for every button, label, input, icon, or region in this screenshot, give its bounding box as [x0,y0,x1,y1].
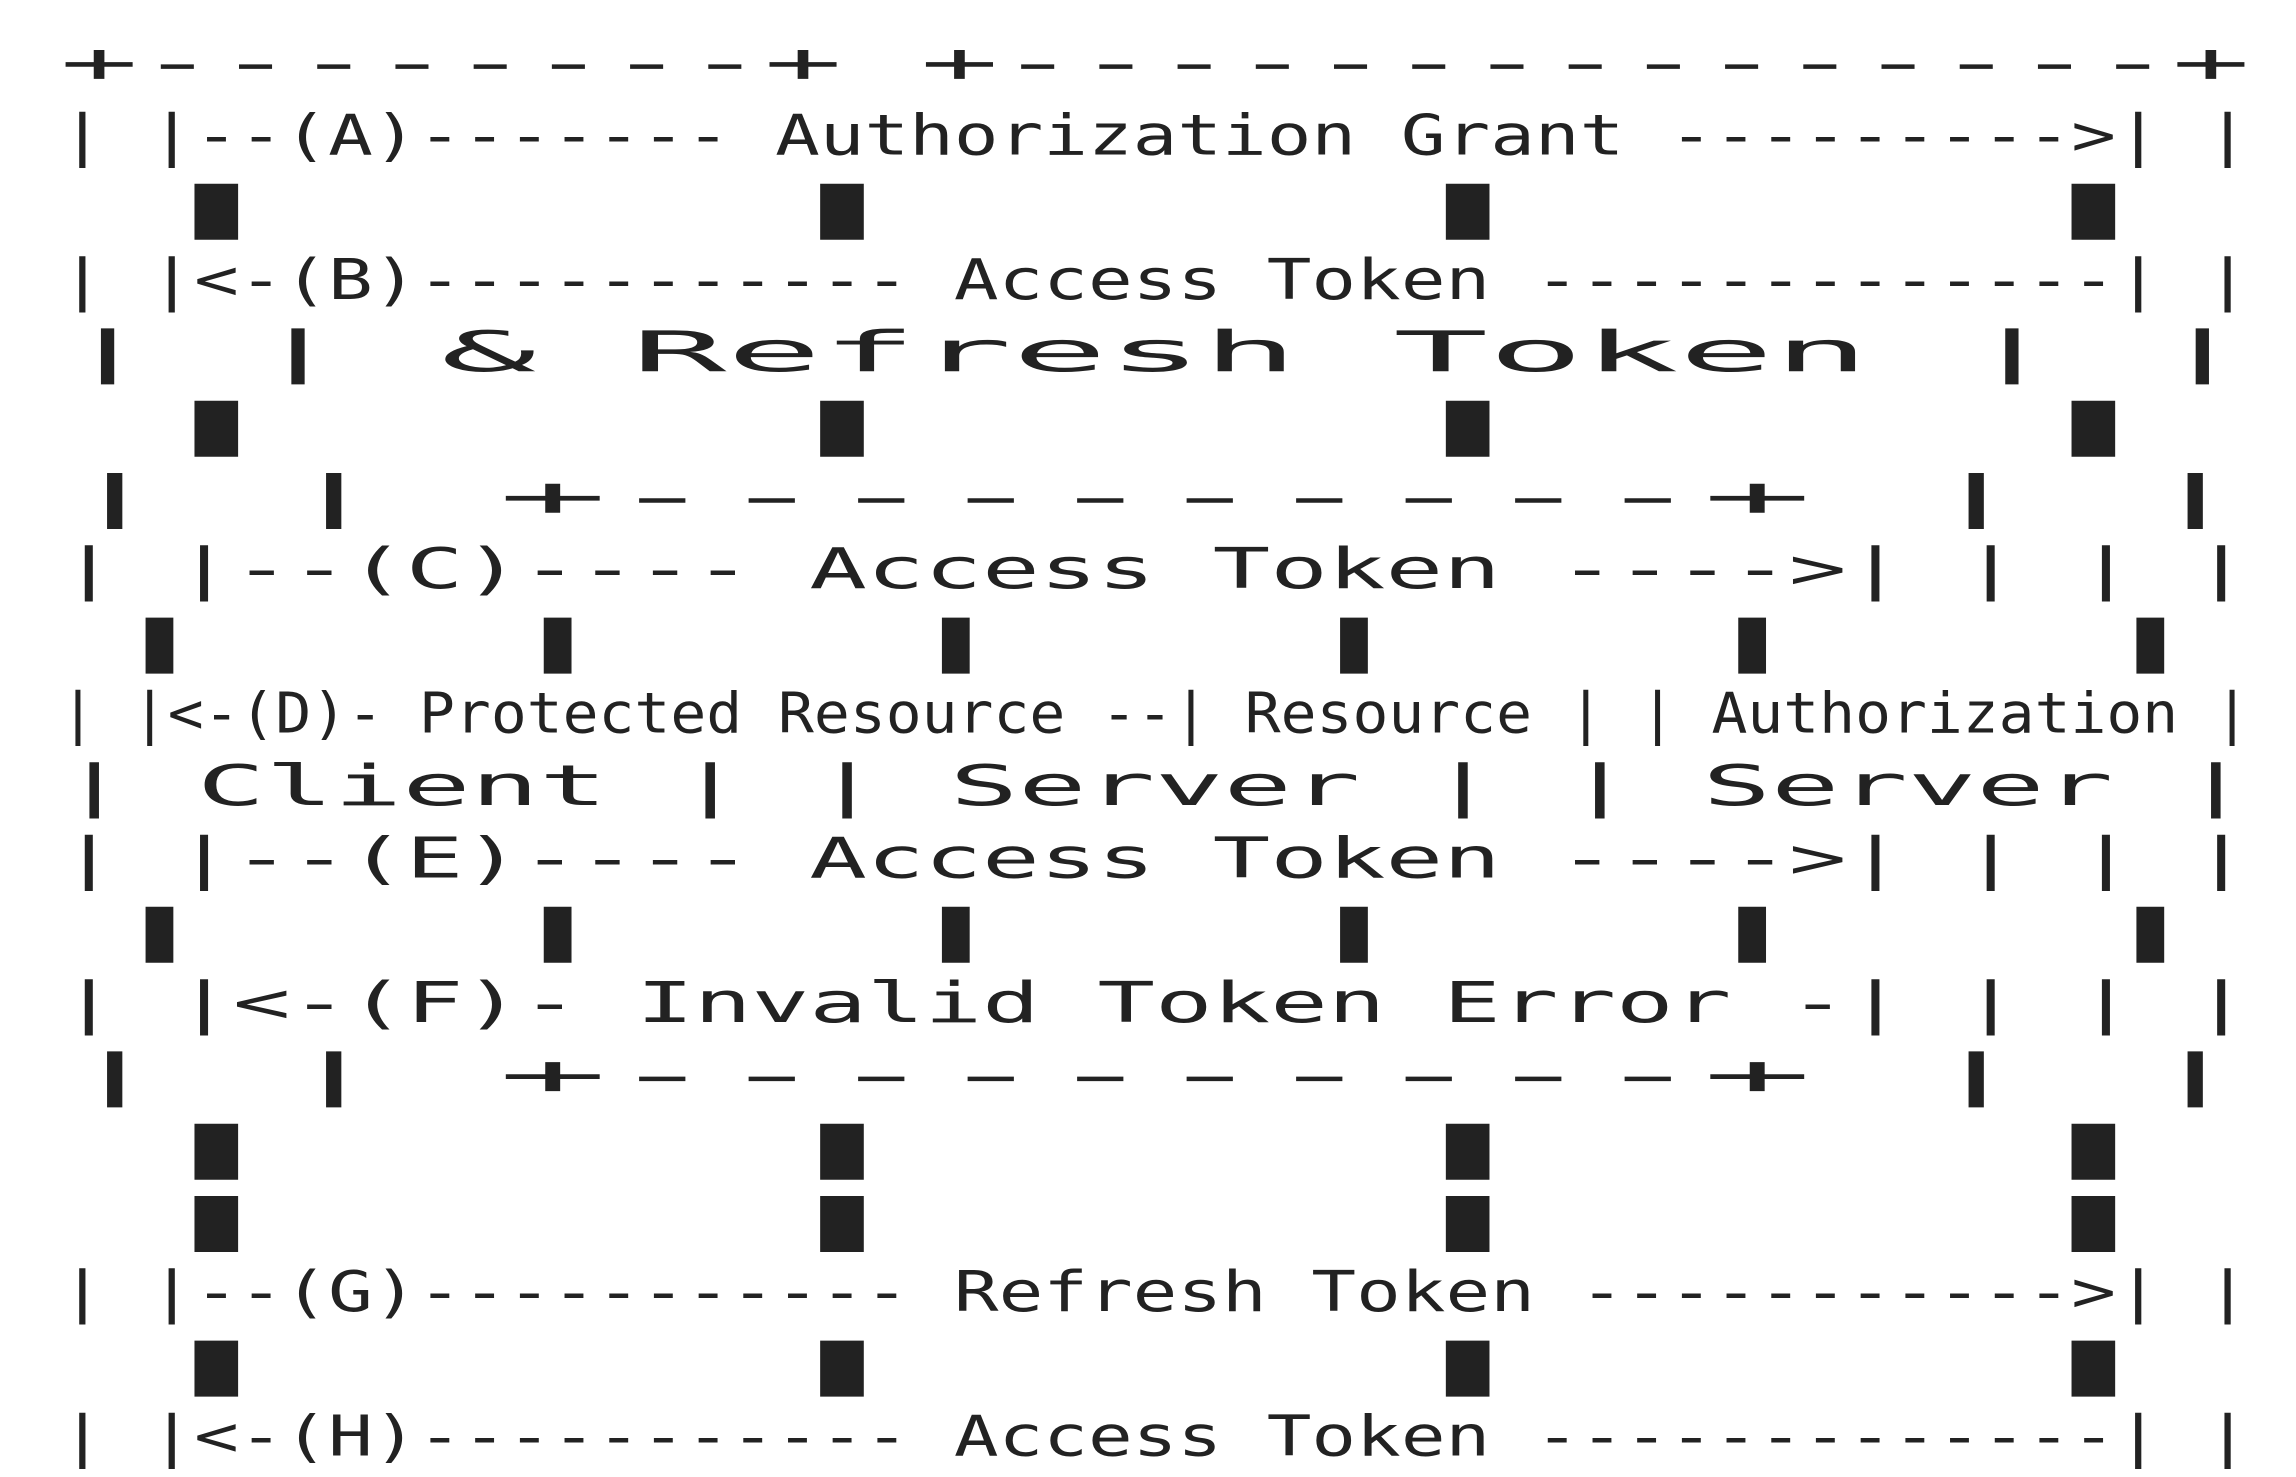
diagram-row-11: | Client | | Server | | Server | [60,754,2250,819]
diagram-rows: +--------+ +---------------+ | |--(A)----… [60,31,2250,1470]
diagram-row-20: | |<-(H)----------- Access Token -------… [60,1405,2250,1470]
diagram-row-8: | |--(C)---- Access Token ---->| | | | [60,537,2250,602]
diagram-row-7: | | +----------+ | | [60,465,2250,530]
diagram-row-6: | | | | [60,393,2250,458]
diagram-row-1: +--------+ +---------------+ [60,31,2250,96]
diagram-row-5: | | & Refresh Token | | [60,320,2250,385]
diagram-row-12: | |--(E)---- Access Token ---->| | | | [60,826,2250,891]
diagram-row-9: | | | | | | [60,609,2250,674]
diagram-row-13: | | | | | | [60,899,2250,964]
diagram-row-14: | |<-(F)- Invalid Token Error -| | | | [60,971,2250,1036]
diagram-row-10: | |<-(D)- Protected Resource --| Resourc… [60,682,2250,747]
diagram-row-16: | | | | [60,1116,2250,1181]
diagram-row-15: | | +----------+ | | [60,1043,2250,1108]
diagram-row-3: | | | | [60,176,2250,241]
diagram-row-18: | |--(G)----------- Refresh Token ------… [60,1260,2250,1325]
diagram-row-19: | | | | [60,1332,2250,1397]
diagram-row-17: | | | | [60,1188,2250,1253]
diagram-row-2: | |--(A)------- Authorization Grant ----… [60,103,2250,168]
diagram-row-4: | |<-(B)----------- Access Token -------… [60,248,2250,313]
